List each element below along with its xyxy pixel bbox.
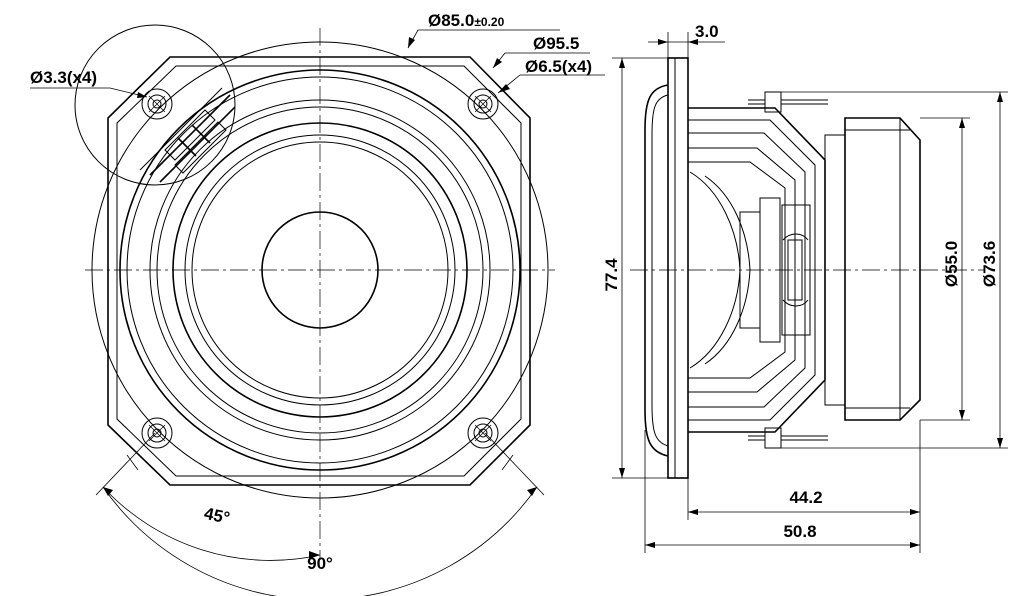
angle-tick-left bbox=[126, 454, 139, 471]
label-motor-diameter: Ø73.6 bbox=[980, 241, 999, 287]
surround-mid bbox=[156, 106, 484, 434]
label-overall-height: 77.4 bbox=[602, 258, 621, 292]
surround-profile-inner bbox=[651, 94, 669, 447]
flange bbox=[667, 57, 689, 479]
label-angle-90: 90° bbox=[307, 554, 333, 573]
dim-55-arrow-top bbox=[959, 118, 965, 128]
basket-inner-3 bbox=[688, 147, 796, 393]
cone-inner bbox=[191, 141, 449, 399]
basket-inner-2 bbox=[688, 132, 806, 408]
angle-tick-right bbox=[501, 454, 514, 471]
outer-ring-inner bbox=[126, 76, 514, 464]
detail-basket-spokes bbox=[139, 87, 235, 183]
label-depth-from-flange: 44.2 bbox=[789, 488, 822, 507]
dim-3-arrow-right bbox=[688, 39, 698, 45]
label-basket-diameter: Ø95.5 bbox=[533, 34, 579, 53]
mount-hole-top-left bbox=[141, 88, 173, 120]
detail-circle bbox=[74, 24, 236, 186]
dim-73-arrow-bottom bbox=[997, 438, 1003, 448]
cone-outer bbox=[184, 134, 456, 406]
label-small-hole: Ø3.3(x4) bbox=[30, 68, 97, 87]
label-magnet-diameter: Ø55.0 bbox=[942, 241, 961, 287]
label-mount-hole: Ø6.5(x4) bbox=[525, 57, 592, 76]
dim-77-arrow-top bbox=[619, 58, 625, 68]
frame-inner-outline bbox=[116, 65, 522, 477]
label-flange-thickness: 3.0 bbox=[695, 22, 719, 41]
dust-cap bbox=[261, 211, 379, 329]
terminal-bottom bbox=[764, 427, 782, 449]
leader-arrow-basket bbox=[493, 58, 502, 68]
dim-55-arrow-bottom bbox=[959, 410, 965, 420]
angle-extension-left bbox=[95, 432, 156, 496]
basket-inner-4 bbox=[688, 161, 786, 379]
angle-arrow-1 bbox=[103, 487, 113, 496]
dim-44-arrow-left bbox=[688, 509, 698, 515]
outer-ring bbox=[119, 69, 521, 471]
leader-mount-hole bbox=[497, 74, 605, 94]
leader-small-hole bbox=[30, 87, 148, 98]
label-overall-depth: 50.8 bbox=[783, 522, 816, 541]
vent-arc-bottom bbox=[782, 299, 809, 307]
dim-44-arrow-right bbox=[910, 509, 920, 515]
front-view: Ø85.0±0.20 Ø95.5 Ø6.5(x4) Ø3.3(x4) 45° 9… bbox=[30, 11, 605, 596]
cone-curve-2 bbox=[704, 175, 751, 365]
basket-inner-1 bbox=[688, 119, 816, 421]
dim-50-arrow-right bbox=[910, 542, 920, 548]
side-view: 3.0 77.4 Ø55.0 Ø73.6 44.2 bbox=[602, 22, 1008, 553]
leader-arrow-small bbox=[137, 92, 147, 98]
angle-arrow-2 bbox=[309, 551, 320, 559]
frame-outline bbox=[107, 56, 531, 486]
angle-extension-right bbox=[484, 432, 545, 496]
mount-hole-bottom-right bbox=[467, 417, 499, 449]
angle-45-arc bbox=[102, 486, 321, 561]
mount-hole-top-right bbox=[467, 88, 499, 120]
surround-profile bbox=[644, 84, 669, 457]
magnet-outline bbox=[844, 117, 921, 421]
dim-50-arrow-left bbox=[645, 542, 655, 548]
label-outer-tolerance: ±0.20 bbox=[474, 15, 504, 29]
mount-hole-bottom-left bbox=[141, 417, 173, 449]
terminal-top bbox=[764, 91, 782, 113]
svg-text:Ø85.0±0.20: Ø85.0±0.20 bbox=[428, 11, 505, 30]
dim-77-arrow-bottom bbox=[619, 468, 625, 478]
angle-arrow-3 bbox=[527, 487, 537, 496]
vent-arc-top bbox=[782, 233, 809, 241]
surround-outer bbox=[149, 99, 491, 441]
angle-90-arc bbox=[102, 486, 538, 596]
dim-3-arrow-left bbox=[658, 39, 668, 45]
leader-arrow-mount bbox=[498, 84, 510, 93]
surround-inner bbox=[172, 122, 468, 418]
spider-block bbox=[781, 204, 811, 336]
vent-slot bbox=[787, 239, 803, 301]
label-outer-diameter: Ø85.0 bbox=[428, 11, 474, 30]
dim-73-arrow-top bbox=[997, 92, 1003, 102]
pole-piece bbox=[759, 197, 781, 343]
leader-arrow-outer bbox=[408, 37, 415, 48]
basket-circle bbox=[91, 41, 549, 499]
label-angle-45: 45° bbox=[202, 504, 231, 528]
